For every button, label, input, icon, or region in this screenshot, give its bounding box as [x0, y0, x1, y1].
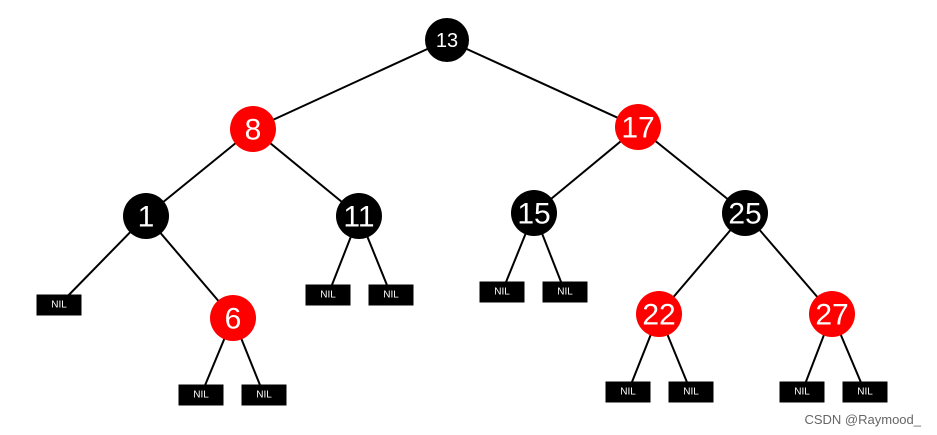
- tree-node-17: 17: [615, 104, 661, 150]
- red-node-circle: [210, 295, 256, 341]
- tree-node-6: 6: [210, 295, 256, 341]
- nil-box: [668, 381, 714, 403]
- nil-label: NIL: [494, 287, 510, 298]
- tree-node-27: 27: [809, 291, 855, 337]
- nil-leaf: NIL: [542, 281, 588, 303]
- tree-node-11: 11: [336, 193, 382, 239]
- watermark: CSDN @Raymood_: [804, 412, 921, 427]
- nil-leaves: NIL NIL NIL NIL NIL NIL NIL NIL NIL NIL NIL: [36, 281, 888, 406]
- nil-leaf: NIL: [241, 384, 287, 406]
- nil-label: NIL: [320, 290, 336, 301]
- nil-leaf: NIL: [178, 384, 224, 406]
- nil-leaf: NIL: [668, 381, 714, 403]
- nil-box: [479, 281, 525, 303]
- nil-box: [241, 384, 287, 406]
- nil-leaf: NIL: [36, 294, 82, 316]
- nil-label: NIL: [857, 387, 873, 398]
- nil-box: [542, 281, 588, 303]
- tree-node-15: 15: [511, 190, 557, 236]
- tree-node-25: 25: [722, 190, 768, 236]
- node-label: 22: [642, 299, 675, 332]
- nil-box: [779, 381, 825, 403]
- node-label: 13: [436, 30, 458, 52]
- node-label: 6: [225, 303, 242, 336]
- nil-label: NIL: [683, 387, 699, 398]
- nil-leaf: NIL: [305, 284, 351, 306]
- nil-label: NIL: [51, 300, 67, 311]
- node-label: 8: [245, 114, 262, 147]
- node-label: 1: [138, 201, 155, 234]
- black-node-circle: [722, 190, 768, 236]
- tree-node-13: 13: [425, 18, 469, 62]
- tree-node-22: 22: [636, 291, 682, 337]
- nil-label: NIL: [557, 287, 573, 298]
- nil-leaf: NIL: [779, 381, 825, 403]
- nil-leaf: NIL: [479, 281, 525, 303]
- nil-label: NIL: [794, 387, 810, 398]
- nil-box: [36, 294, 82, 316]
- tree-node-1: 1: [123, 193, 169, 239]
- red-node-circle: [636, 291, 682, 337]
- nil-box: [178, 384, 224, 406]
- red-node-circle: [230, 106, 276, 152]
- black-node-circle: [511, 190, 557, 236]
- tree-node-8: 8: [230, 106, 276, 152]
- nil-box: [605, 381, 651, 403]
- node-label: 11: [343, 201, 374, 234]
- nil-box: [842, 381, 888, 403]
- nil-label: NIL: [620, 387, 636, 398]
- nil-leaf: NIL: [842, 381, 888, 403]
- node-label: 27: [815, 299, 848, 332]
- nil-label: NIL: [383, 290, 399, 301]
- node-label: 15: [517, 198, 550, 231]
- nil-box: [368, 284, 414, 306]
- black-node-circle: [336, 193, 382, 239]
- black-node-circle: [123, 193, 169, 239]
- black-node-circle: [425, 18, 469, 62]
- node-label: 25: [728, 198, 761, 231]
- red-node-circle: [809, 291, 855, 337]
- nil-label: NIL: [256, 390, 272, 401]
- nil-leaf: NIL: [605, 381, 651, 403]
- edge-n13-n17: [446, 39, 639, 128]
- nil-leaf: NIL: [368, 284, 414, 306]
- nil-label: NIL: [193, 390, 209, 401]
- red-node-circle: [615, 104, 661, 150]
- edge-n13-n8: [252, 39, 448, 130]
- node-label: 17: [621, 112, 654, 145]
- nil-box: [305, 284, 351, 306]
